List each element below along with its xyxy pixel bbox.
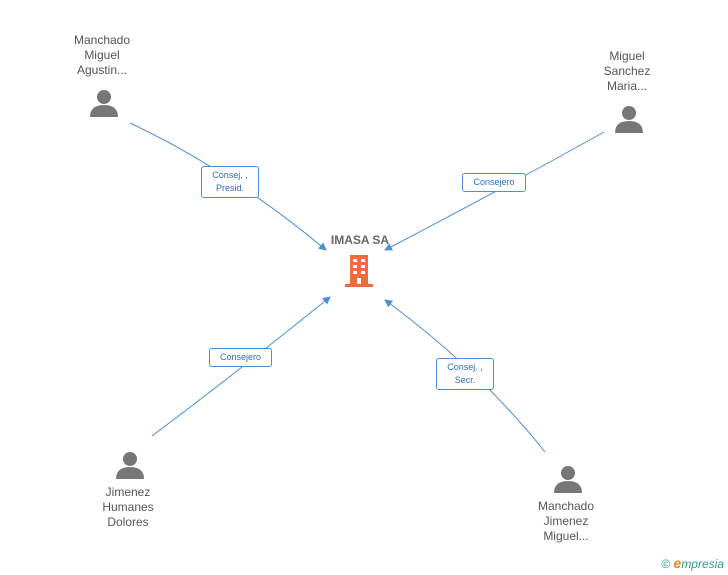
person-icon[interactable]	[89, 88, 119, 118]
person-name-p1[interactable]: Manchado Miguel Agustin...	[73, 33, 131, 77]
person-name-p2[interactable]: Miguel Sanchez Maria...	[603, 49, 651, 93]
role-label-r1[interactable]: Consej. , Presid.	[201, 166, 259, 198]
footer-brand[interactable]: © empresia	[661, 555, 724, 571]
person-name-p3[interactable]: Jimenez Humanes Dolores	[102, 485, 154, 529]
person-icon[interactable]	[553, 464, 583, 494]
copyright-icon: ©	[661, 557, 671, 571]
person-icon[interactable]	[614, 104, 644, 134]
brand-initial: e	[673, 555, 682, 571]
edge-p3	[151, 296, 331, 437]
brand-name: mpresia	[681, 557, 724, 571]
person-icon[interactable]	[115, 450, 145, 480]
role-label-r2[interactable]: Consejero	[462, 173, 526, 192]
building-icon[interactable]	[343, 254, 375, 288]
role-label-r4[interactable]: Consej. , Secr.	[436, 358, 494, 390]
person-name-p4[interactable]: Manchado Jimenez Miguel...	[537, 499, 595, 543]
role-label-r3[interactable]: Consejero	[209, 348, 272, 367]
company-name[interactable]: IMASA SA	[330, 233, 390, 247]
